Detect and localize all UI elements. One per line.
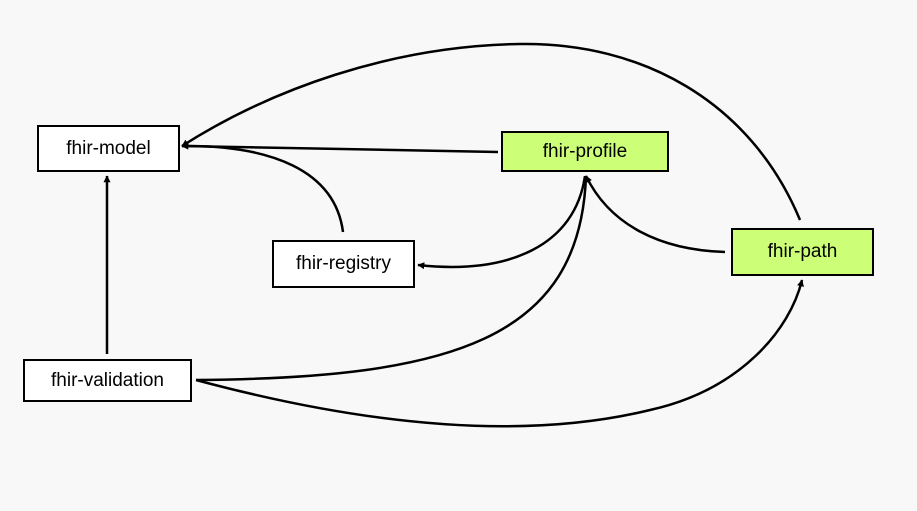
- edge-path-to-profile: [584, 175, 726, 254]
- edge-profile-to-model: [181, 142, 499, 154]
- node-fhir-validation: fhir-validation: [23, 359, 192, 402]
- node-label: fhir-registry: [295, 253, 391, 274]
- node-fhir-registry: fhir-registry: [272, 240, 415, 288]
- edge-validation-to-path: [195, 279, 804, 428]
- node-fhir-path: fhir-path: [731, 228, 874, 276]
- node-fhir-model: fhir-model: [37, 125, 180, 172]
- edge-registry-to-model: [181, 142, 345, 233]
- node-fhir-profile: fhir-profile: [501, 131, 669, 172]
- node-label: fhir-validation: [51, 369, 164, 391]
- edge-path-to-model: [181, 42, 802, 221]
- node-label: fhir-path: [767, 241, 838, 262]
- edge-validation-to-profile: [195, 175, 590, 382]
- edge-profile-to-registry: [417, 175, 587, 270]
- node-label: fhir-profile: [542, 140, 628, 162]
- node-label: fhir-model: [66, 137, 151, 159]
